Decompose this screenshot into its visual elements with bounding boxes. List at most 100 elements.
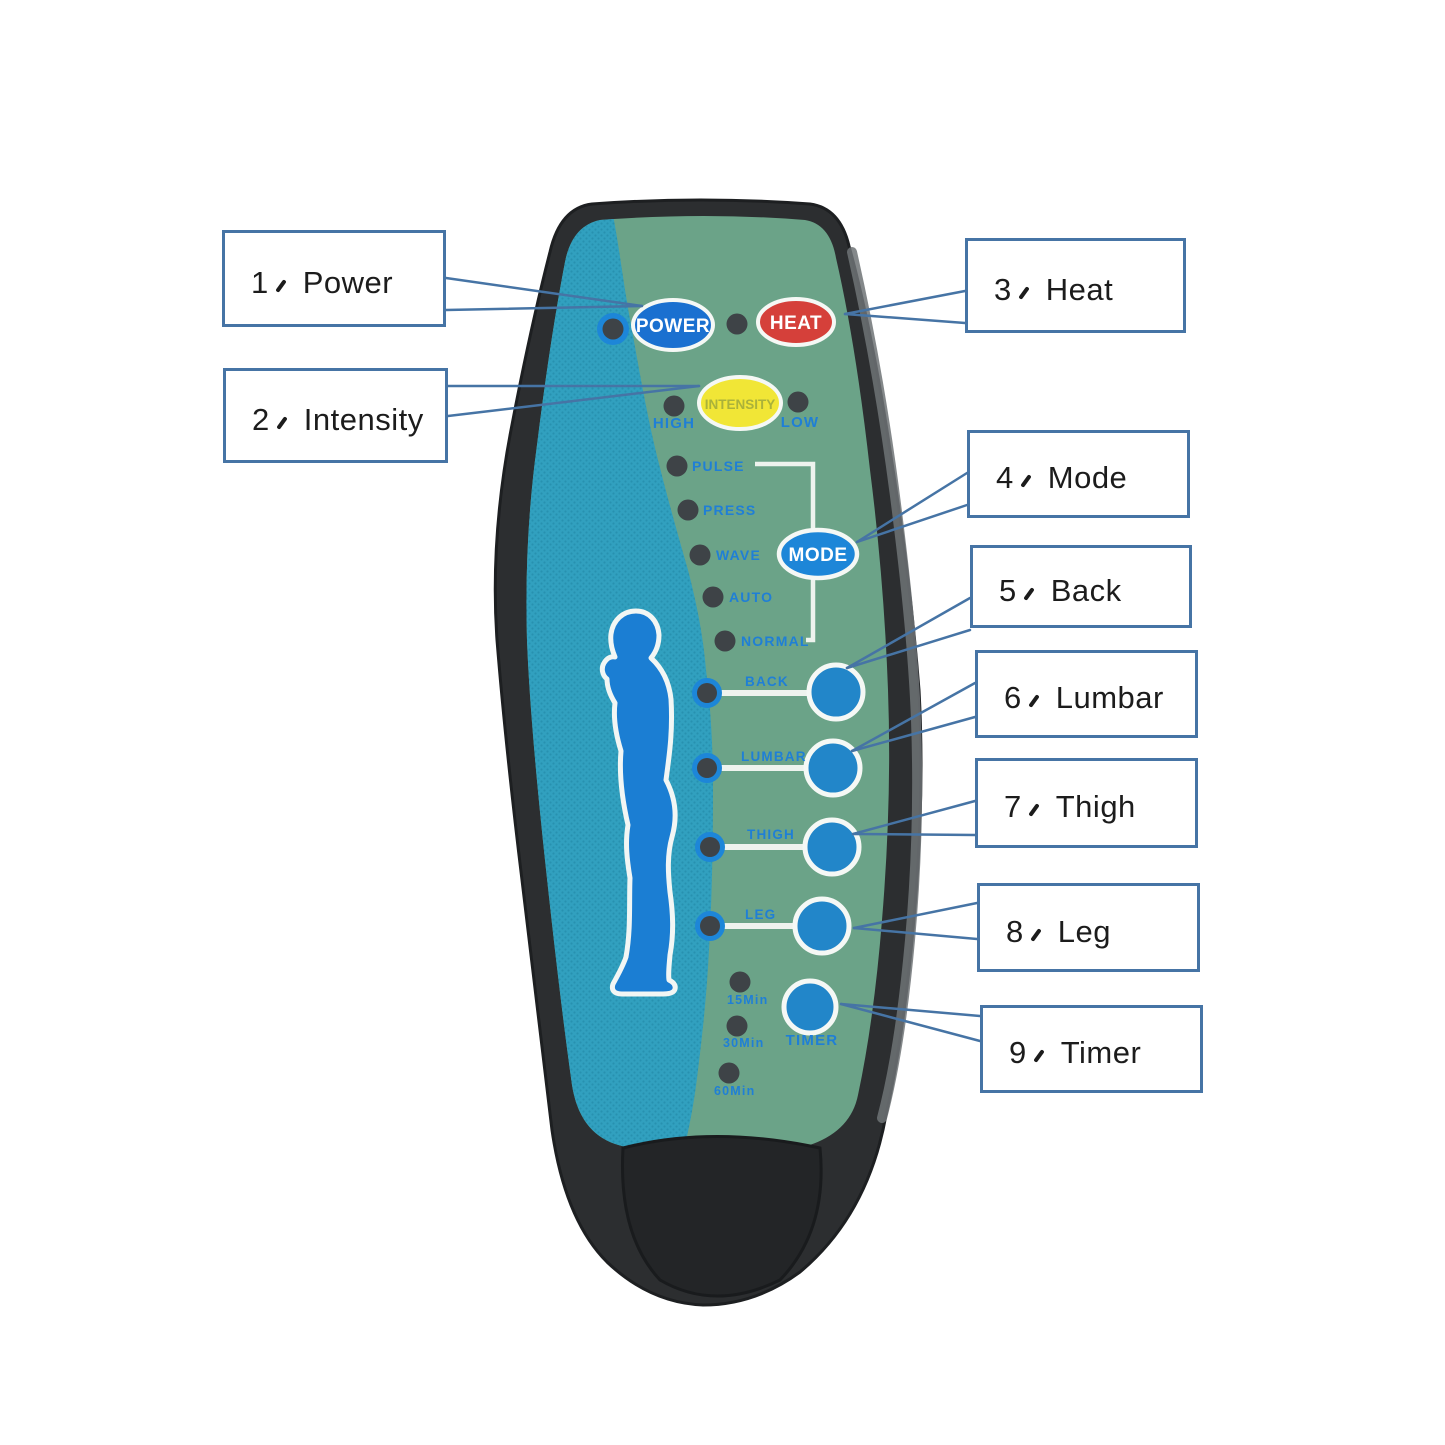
mode-wave-label: WAVE (716, 547, 761, 563)
back-button[interactable] (806, 662, 866, 722)
leader-timer-a (839, 1002, 982, 1018)
low-label: LOW (781, 414, 820, 431)
callout-back: 5 Back (970, 545, 1192, 628)
power-button-label: POWER (636, 316, 710, 337)
high-label: HIGH (653, 415, 695, 432)
callout-leg-number: 8 (1006, 913, 1024, 949)
callout-intensity-label: Intensity (303, 401, 424, 437)
timer-30-led (726, 1015, 748, 1037)
callout-mode: 4 Mode (967, 430, 1190, 518)
callout-leg: 8 Leg (977, 883, 1200, 972)
leader-lines (444, 276, 982, 1043)
intensity-button-label: INTENSITY (705, 397, 776, 412)
led-group (597, 313, 809, 1084)
mode-auto-label: AUTO (729, 589, 773, 605)
leader-power-b (444, 304, 644, 312)
timer-button-label: TIMER (786, 1032, 839, 1049)
ideographic-comma-mark (1027, 795, 1044, 819)
callout-lumbar: 6 Lumbar (975, 650, 1198, 738)
heat-button[interactable] (756, 297, 836, 347)
ideographic-comma-mark (1019, 466, 1036, 490)
leader-heat-b (843, 312, 967, 325)
ideographic-comma-mark (1027, 686, 1044, 710)
ideographic-comma-mark (1032, 1041, 1049, 1065)
callout-heat-number: 3 (994, 271, 1012, 307)
heat-led (726, 313, 748, 335)
zone-leg-label: LEG (745, 907, 776, 922)
ideographic-comma-mark (1017, 278, 1034, 302)
leader-mode-b (855, 503, 969, 544)
zone-lumbar-label: LUMBAR (741, 749, 807, 764)
lumbar-led (697, 758, 717, 778)
leader-mode-a (855, 471, 969, 544)
timer-60-label: 60Min (714, 1084, 755, 1098)
callout-lumbar-number: 6 (1004, 680, 1022, 715)
mode-press-label: PRESS (703, 502, 756, 518)
leg-led (700, 916, 720, 936)
thigh-led (700, 837, 720, 857)
bottom-clip (621, 1135, 823, 1298)
callout-thigh-number: 7 (1004, 789, 1022, 824)
leader-leg-b (852, 926, 979, 941)
pulse-led (666, 455, 688, 477)
mode-normal-label: NORMAL (741, 633, 810, 649)
ideographic-comma-mark (275, 408, 292, 432)
callout-timer-label: Timer (1060, 1035, 1142, 1070)
heat-button-label: HEAT (770, 313, 822, 334)
callout-timer-number: 9 (1009, 1035, 1027, 1070)
mode-button[interactable] (776, 527, 860, 581)
body-silhouette (599, 608, 678, 997)
callout-timer: 9 Timer (980, 1005, 1203, 1093)
leader-thigh-b (851, 832, 977, 837)
press-led (677, 499, 699, 521)
callout-thigh: 7 Thigh (975, 758, 1198, 848)
leg-button[interactable] (792, 896, 852, 956)
callout-mode-number: 4 (996, 460, 1014, 495)
normal-led (714, 630, 736, 652)
zone-thigh-label: THIGH (747, 827, 795, 842)
leader-leg-a (852, 901, 979, 930)
timer-60-led (718, 1062, 740, 1084)
wave-led (689, 544, 711, 566)
callout-heat-label: Heat (1045, 271, 1114, 307)
leader-power-a (444, 276, 644, 308)
leader-lumbar-a (850, 681, 977, 753)
callout-back-label: Back (1050, 572, 1122, 608)
callout-leg-label: Leg (1057, 913, 1111, 949)
mode-pulse-label: PULSE (692, 458, 745, 474)
callout-heat: 3 Heat (965, 238, 1186, 333)
callout-lumbar-label: Lumbar (1055, 680, 1164, 715)
ideographic-comma-mark (274, 271, 291, 295)
back-led (697, 683, 717, 703)
timer-15-led (729, 971, 751, 993)
ideographic-comma-mark (1029, 920, 1046, 944)
ideographic-comma-mark (1022, 579, 1039, 603)
lumbar-button[interactable] (803, 738, 863, 798)
high-led (663, 395, 685, 417)
mode-button-label: MODE (789, 545, 848, 566)
callout-power-number: 1 (251, 264, 269, 300)
callout-mode-label: Mode (1047, 460, 1128, 495)
timer-30-label: 30Min (723, 1036, 764, 1050)
leader-intensity-b (446, 384, 701, 418)
low-led (787, 391, 809, 413)
power-button[interactable] (631, 298, 715, 352)
timer-15-label: 15Min (727, 993, 768, 1007)
leader-lumbar-b (850, 715, 977, 753)
callout-power-label: Power (302, 264, 394, 300)
callout-intensity-number: 2 (252, 401, 270, 437)
leader-back-b (845, 628, 972, 670)
leader-timer-b (839, 1002, 982, 1043)
callout-thigh-label: Thigh (1055, 789, 1136, 824)
leader-back-a (845, 596, 972, 670)
callout-power: 1 Power (222, 230, 446, 327)
callout-intensity: 2 Intensity (223, 368, 448, 463)
auto-led (702, 586, 724, 608)
power-led (602, 318, 624, 340)
intensity-button[interactable] (697, 375, 783, 431)
callout-back-number: 5 (999, 572, 1017, 608)
thigh-button[interactable] (802, 817, 862, 877)
timer-button[interactable] (781, 978, 839, 1036)
